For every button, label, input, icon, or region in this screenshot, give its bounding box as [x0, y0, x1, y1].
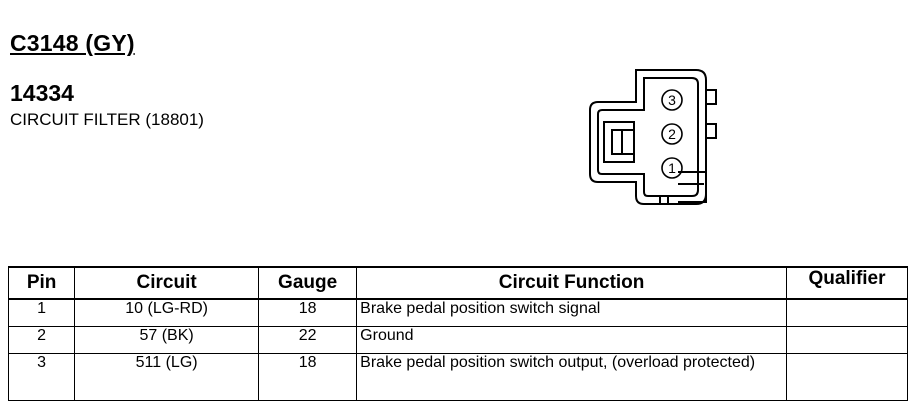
part-description: CIRCUIT FILTER (18801)	[10, 110, 204, 129]
cell-gauge: 18	[258, 353, 358, 401]
cell-qualifier	[785, 326, 909, 354]
cell-gauge: 22	[258, 326, 358, 354]
header-qualifier: Qualifier	[785, 266, 909, 300]
connector-body	[589, 69, 707, 205]
pin-1-icon: 1	[661, 157, 683, 179]
bottom-latch	[678, 171, 707, 203]
pin-3-icon: 3	[661, 89, 683, 111]
pin-1-label: 1	[668, 160, 676, 176]
cell-circuit: 10 (LG-RD)	[74, 298, 260, 327]
side-nub-top	[705, 89, 717, 105]
header-gauge: Gauge	[258, 266, 358, 300]
header-circuit: Circuit	[74, 266, 260, 300]
connector-id: C3148 (GY)	[10, 30, 135, 56]
cell-qualifier	[785, 353, 909, 401]
connector-inner	[597, 77, 699, 197]
cell-pin: 2	[7, 326, 76, 354]
cell-circuit: 511 (LG)	[74, 353, 260, 401]
pinout-table: Pin Circuit Gauge Circuit Function Quali…	[7, 266, 909, 401]
pin-2-label: 2	[668, 126, 676, 142]
table-row: 1 10 (LG-RD) 18 Brake pedal position swi…	[7, 298, 909, 327]
cell-qualifier	[785, 298, 909, 327]
table-row: 3 511 (LG) 18 Brake pedal position switc…	[7, 353, 909, 401]
header-pin: Pin	[7, 266, 76, 300]
pin-2-icon: 2	[661, 123, 683, 145]
cell-function: Ground	[356, 326, 787, 354]
cell-circuit: 57 (BK)	[74, 326, 260, 354]
connector-diagram: 3 2 1	[589, 69, 717, 205]
table-header-row: Pin Circuit Gauge Circuit Function Quali…	[7, 266, 909, 300]
cell-pin: 3	[7, 353, 76, 401]
locking-tab	[603, 121, 635, 163]
header-circuit-function: Circuit Function	[356, 266, 787, 300]
part-number: 14334	[10, 80, 74, 106]
cell-function: Brake pedal position switch signal	[356, 298, 787, 327]
pin-3-label: 3	[668, 92, 676, 108]
cell-gauge: 18	[258, 298, 358, 327]
cell-function: Brake pedal position switch output, (ove…	[356, 353, 787, 401]
table-row: 2 57 (BK) 22 Ground	[7, 326, 909, 354]
cell-pin: 1	[7, 298, 76, 327]
side-nub-middle	[705, 123, 717, 139]
